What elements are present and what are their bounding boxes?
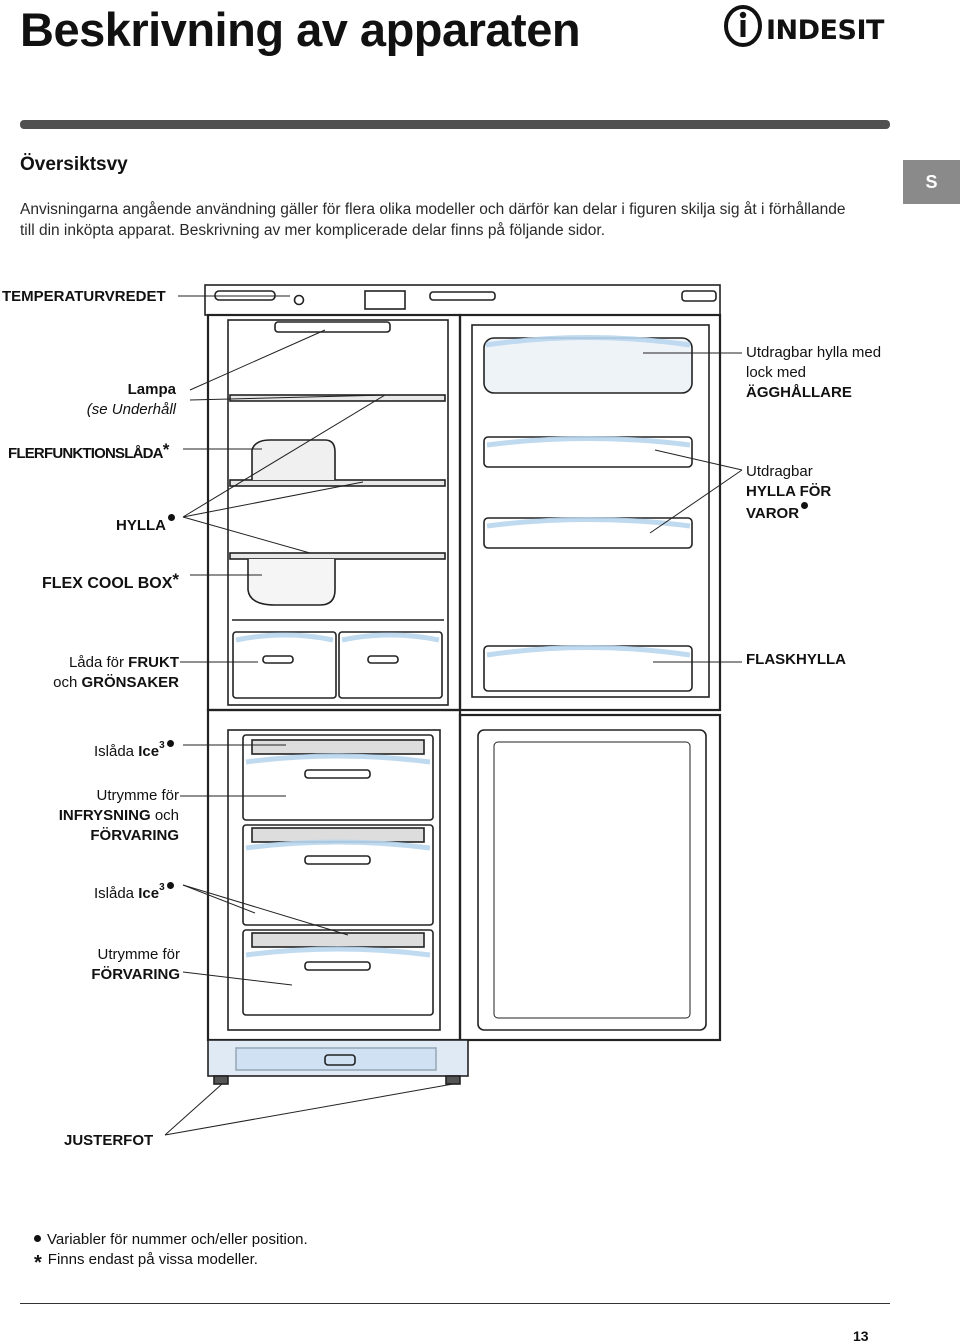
footnote-optional: * Finns endast på vissa modeller. <box>34 1249 258 1274</box>
label-hylla: HYLLA <box>116 514 175 536</box>
label-justerfot: JUSTERFOT <box>64 1132 154 1149</box>
freezer-door <box>458 713 722 1042</box>
frukt-text: FRUKT <box>128 654 179 671</box>
label-hylla-for-varor: Utdragbar HYLLA FÖR VAROR <box>746 462 831 524</box>
label-islada-2: Islåda Ice3 <box>94 878 174 904</box>
varor-text: VAROR <box>746 505 800 522</box>
agghallare-text: ÄGGHÅLLARE <box>746 384 852 401</box>
bullet-dot-icon <box>34 1235 41 1242</box>
label-lampa-title: Lampa <box>127 381 176 398</box>
refrigerator-diagram <box>164 284 743 1136</box>
label-temperaturvredet: TEMPERATURVREDET <box>2 288 166 305</box>
label-lampa: Lampa (se Underhåll <box>60 380 176 420</box>
och2-text: och <box>154 807 179 824</box>
label-flex-cool-box: FLEX COOL BOX* <box>42 570 179 594</box>
intro-text: Anvisningarna angående användning gäller… <box>20 201 846 239</box>
fridge-cabinet <box>206 313 462 712</box>
page-number: 13 <box>853 1328 869 1344</box>
footnote-variable: Variabler för nummer och/eller position. <box>34 1229 308 1250</box>
star-mark: * <box>172 570 180 589</box>
label-utrymme-forvaring: Utrymme för FÖRVARING <box>20 945 180 985</box>
label-lada-frukt: Låda för FRUKT och GRÖNSAKER <box>20 653 179 693</box>
variable-dot-icon <box>168 514 175 521</box>
label-flaskhylla: FLASKHYLLA <box>746 651 846 668</box>
indesit-logo: INDESIT <box>724 5 885 47</box>
language-tab: S <box>903 160 960 204</box>
forvaring-text: FÖRVARING <box>90 827 179 844</box>
page-title: Beskrivning av apparaten <box>20 3 581 56</box>
ice2-text: Ice <box>138 885 160 902</box>
label-utrymme-infrysning: Utrymme för INFRYSNING och FÖRVARING <box>20 786 179 846</box>
hylla-for-text: HYLLA FÖR <box>746 483 832 500</box>
utdragbar-text: Utdragbar <box>746 463 813 480</box>
label-utdragbar-hylla: Utdragbar hylla med lock med ÄGGHÅLLARE <box>746 343 881 403</box>
islada2-text: Islåda <box>94 885 135 902</box>
label-flerfunktionslada: FLERFUNKTIONSLÅDA* <box>8 440 169 464</box>
label-lampa-ref: (se Underhåll <box>86 401 176 418</box>
star-mark: * <box>162 440 170 459</box>
footnote-variable-text: Variabler för nummer och/eller position. <box>47 1231 308 1248</box>
hylla-text: HYLLA <box>116 517 166 534</box>
ice-sup: 3 <box>159 740 165 751</box>
label-islada-1: Islåda Ice3 <box>94 736 174 762</box>
header-rule <box>20 120 890 129</box>
flex-cool-box-text: FLEX COOL BOX <box>42 575 173 592</box>
brand-name: INDESIT <box>766 15 885 46</box>
section-heading: Översiktsvy <box>20 154 128 175</box>
gronsaker-text: GRÖNSAKER <box>81 674 179 691</box>
utrymme-for-text: Utrymme för <box>96 787 180 804</box>
fridge-door <box>458 313 722 712</box>
ice2-sup: 3 <box>159 882 165 893</box>
ice-text: Ice <box>138 743 160 760</box>
variable-dot-icon <box>801 502 809 509</box>
utrymme-for2-text: Utrymme för <box>97 946 181 963</box>
utdragbar-hylla-text: Utdragbar hylla med <box>746 344 882 361</box>
footnote-optional-text: Finns endast på vissa modeller. <box>47 1251 258 1268</box>
och-text: och <box>53 674 78 691</box>
variable-dot-icon <box>166 740 174 747</box>
forvaring2-text: FÖRVARING <box>91 966 180 983</box>
islada-text: Islåda <box>94 743 135 760</box>
variable-dot-icon <box>166 882 174 889</box>
lada-for-text: Låda för <box>68 654 124 671</box>
infrysning-text: INFRYSNING <box>58 807 151 824</box>
asterisk-icon: * <box>34 1252 42 1274</box>
flerfunktionslada-text: FLERFUNKTIONSLÅDA <box>8 445 164 462</box>
footer-rule <box>20 1303 890 1304</box>
lock-med-text: lock med <box>746 364 807 381</box>
